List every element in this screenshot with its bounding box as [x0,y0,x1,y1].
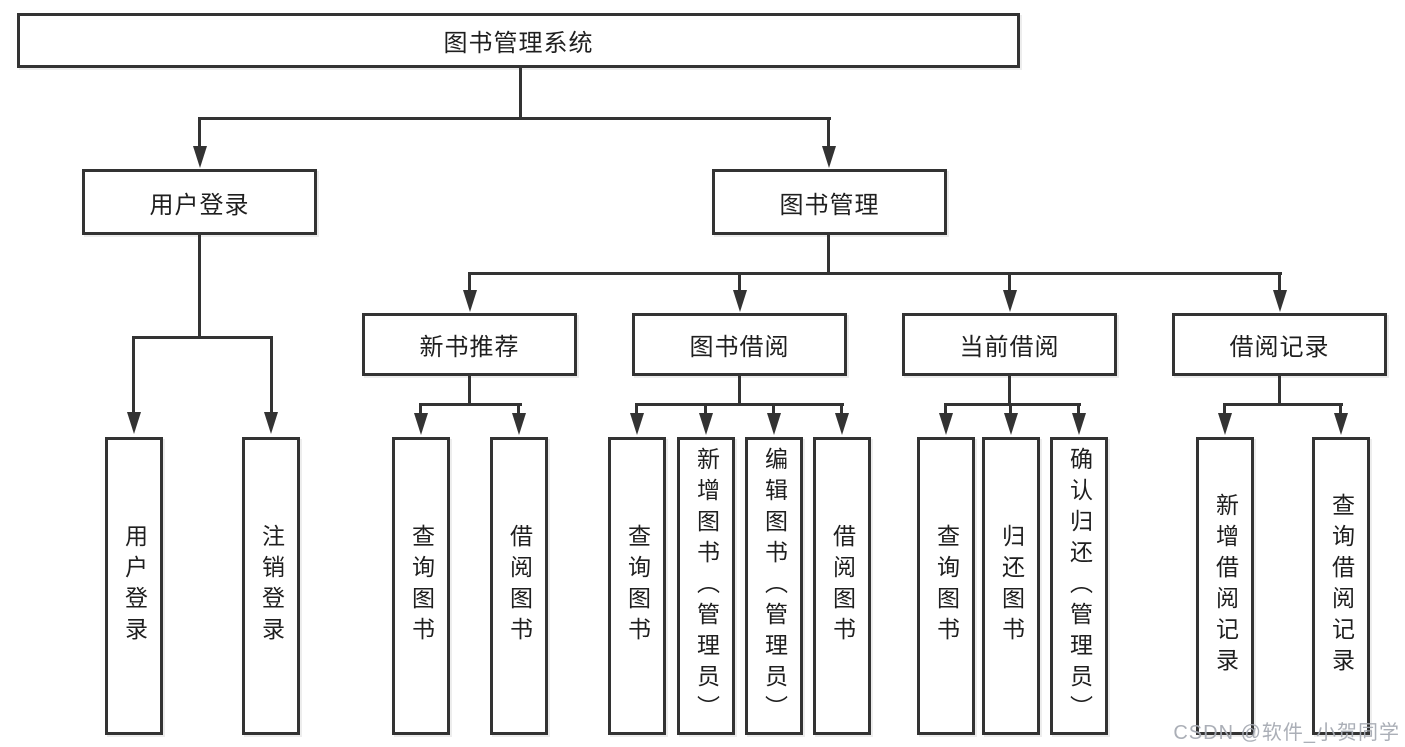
connector-line [635,403,844,406]
arrow-down-icon [414,413,428,435]
leaf-borrowing-query-books-label: 查询图书 [624,524,651,648]
leaf-recommend-query-books: 查询图书 [392,437,450,735]
leaf-user-login-label: 用户登录 [121,524,148,648]
leaf-current-query-books-label: 查询图书 [933,524,960,648]
arrow-down-icon [1072,413,1086,435]
connector-line [738,374,741,406]
node-book-management-label: 图书管理 [779,191,880,219]
leaf-current-confirm-return-admin-label: 确认归还（管理员） [1066,446,1093,726]
leaf-records-add-record: 新增借阅记录 [1196,437,1254,735]
connector-line [419,403,422,415]
arrow-down-icon [193,146,207,168]
connector-line [1278,272,1281,294]
connector-line [738,272,741,294]
node-book-borrowing-label: 图书借阅 [689,334,790,361]
connector-line [132,336,273,339]
leaf-current-query-books: 查询图书 [917,437,975,735]
leaf-user-login: 用户登录 [105,437,163,735]
leaf-borrowing-edit-books-admin-label: 编辑图书（管理员） [761,446,788,726]
connector-line [198,233,201,339]
connector-line [1009,403,1012,415]
node-root-label: 图书管理系统 [443,30,594,57]
connector-line [635,403,638,415]
leaf-borrowing-add-books-admin: 新增图书（管理员） [677,437,735,735]
node-user-login: 用户登录 [82,169,317,235]
leaf-borrowing-add-books-admin-label: 新增图书（管理员） [693,446,720,726]
arrow-down-icon [699,413,713,435]
leaf-recommend-borrow-books-label: 借阅图书 [506,524,533,648]
arrow-down-icon [939,413,953,435]
connector-line [468,272,471,294]
arrow-down-icon [1003,290,1017,312]
leaf-records-query-record: 查询借阅记录 [1312,437,1370,735]
arrow-down-icon [512,413,526,435]
leaf-borrowing-edit-books-admin: 编辑图书（管理员） [745,437,803,735]
leaf-borrowing-borrow-books: 借阅图书 [813,437,871,735]
arrow-down-icon [1218,413,1232,435]
node-borrow-records: 借阅记录 [1172,313,1387,376]
connector-line [827,117,830,147]
leaf-borrowing-query-books: 查询图书 [608,437,666,735]
connector-line [198,117,201,147]
node-borrow-records-label: 借阅记录 [1229,334,1330,361]
leaf-records-add-record-label: 新增借阅记录 [1212,493,1239,679]
connector-line [519,66,522,117]
arrow-down-icon [630,413,644,435]
leaf-recommend-borrow-books: 借阅图书 [490,437,548,735]
connector-line [1339,403,1342,415]
leaf-recommend-query-books-label: 查询图书 [408,524,435,648]
arrow-down-icon [835,413,849,435]
connector-line [1223,403,1343,406]
connector-line [1077,403,1080,415]
connector-line [827,233,830,275]
node-user-login-label: 用户登录 [149,191,250,219]
arrow-down-icon [1273,290,1287,312]
connector-line [132,336,135,416]
connector-line [840,403,843,415]
arrow-down-icon [1334,413,1348,435]
leaf-current-return-books-label: 归还图书 [998,524,1025,648]
connector-line [468,272,1282,275]
node-new-book-recommend-label: 新书推荐 [419,334,520,361]
connector-line [517,403,520,415]
node-new-book-recommend: 新书推荐 [362,313,577,376]
connector-line [1008,272,1011,294]
arrow-down-icon [767,413,781,435]
arrow-down-icon [1004,413,1018,435]
connector-line [772,403,775,415]
node-current-borrowing-label: 当前借阅 [959,334,1060,361]
leaf-current-confirm-return-admin: 确认归还（管理员） [1050,437,1108,735]
connector-line [1008,374,1011,406]
arrow-down-icon [463,290,477,312]
connector-line [419,403,522,406]
connector-line [1223,403,1226,415]
node-book-management: 图书管理 [712,169,947,235]
connector-line [704,403,707,415]
leaf-records-query-record-label: 查询借阅记录 [1328,493,1355,679]
arrow-down-icon [822,146,836,168]
node-current-borrowing: 当前借阅 [902,313,1117,376]
connector-line [944,403,947,415]
connector-line [944,403,1081,406]
arrow-down-icon [127,412,141,434]
node-book-borrowing: 图书借阅 [632,313,847,376]
leaf-logout-label: 注销登录 [258,524,285,648]
connector-line [468,374,471,406]
arrow-down-icon [264,412,278,434]
leaf-current-return-books: 归还图书 [982,437,1040,735]
csdn-watermark: CSDN @软件_小贺同学 [1173,722,1400,744]
leaf-logout: 注销登录 [242,437,300,735]
node-root: 图书管理系统 [17,13,1020,68]
connector-line [1278,374,1281,406]
leaf-borrowing-borrow-books-label: 借阅图书 [829,524,856,648]
connector-line [270,336,273,416]
arrow-down-icon [733,290,747,312]
connector-line [198,117,831,120]
